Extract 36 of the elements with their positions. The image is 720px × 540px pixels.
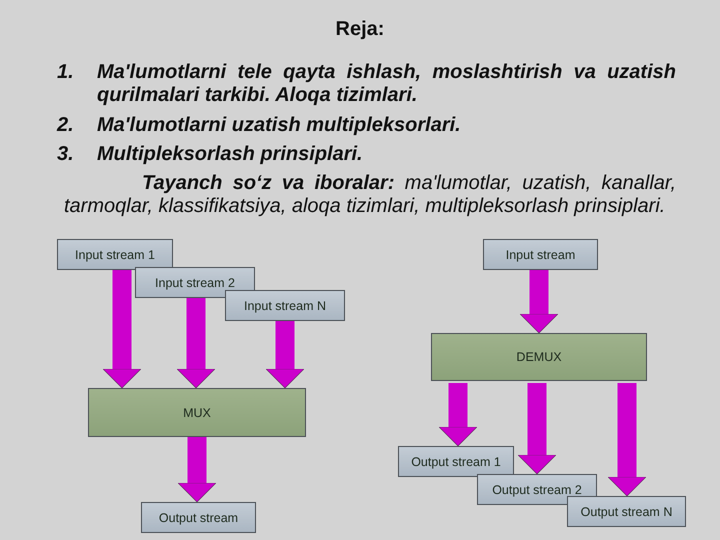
node-label: Output stream 1 [411, 454, 501, 468]
node-label: DEMUX [516, 350, 562, 364]
stream-box [57, 239, 173, 270]
stream-box [398, 446, 514, 477]
arrow [520, 270, 558, 334]
list-number: 3. [57, 143, 74, 166]
heading: Reja: [336, 18, 384, 40]
arrow [176, 298, 216, 388]
arrow [102, 270, 142, 388]
stream-box [141, 502, 256, 533]
list-item-text: Ma'lumotlarni uzatish multipleksorlari. [97, 114, 462, 137]
list-item-text: Ma'lumotlarni tele qayta ishlash, moslashtirish va uzatish qurilmalari tarkibi. Aloqa tizimlari. [97, 61, 676, 107]
list-item-text: Multipleksorlash prinsiplari. [97, 143, 364, 166]
stream-box [477, 474, 597, 505]
keywords-paragraph: Tayanch so‘z va iboralar: ma'lumotlar, uzatish, kanallar, tarmoqlar, klassifikatsiya, aloqa tizimlari, multipleksorlash prinsiplari. [64, 172, 676, 218]
list-number: 2. [57, 114, 74, 137]
node-label: Output stream N [580, 504, 672, 518]
node-label: Output stream [158, 510, 238, 524]
process-box [88, 388, 306, 437]
node-label: MUX [183, 406, 211, 420]
arrow [266, 321, 304, 388]
node-label: Input stream 2 [155, 276, 235, 290]
stream-box [567, 496, 686, 527]
stream-box [483, 239, 598, 270]
node-label: Output stream 2 [492, 482, 582, 496]
stream-box [135, 267, 255, 298]
arrow [608, 383, 646, 496]
stream-box [225, 290, 345, 321]
list-number: 1. [57, 61, 74, 84]
arrow [178, 437, 216, 502]
node-label: Input stream N [244, 298, 326, 312]
arrow [438, 383, 478, 446]
node-label: Input stream 1 [75, 248, 155, 262]
node-label: Input stream [506, 248, 576, 262]
process-box [431, 333, 647, 381]
arrow [518, 383, 556, 474]
